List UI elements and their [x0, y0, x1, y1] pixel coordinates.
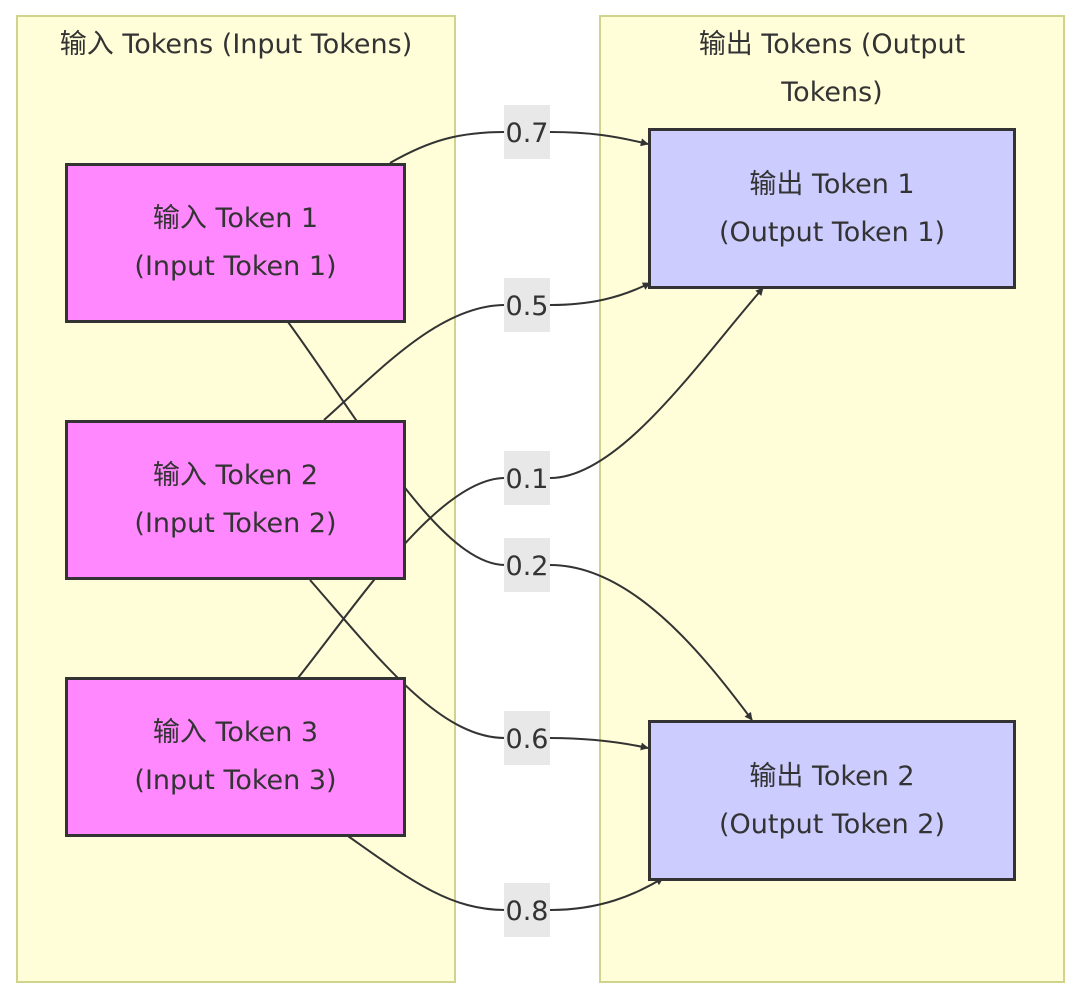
- node-label-line2: (Output Token 1): [718, 216, 946, 248]
- edge-label-in3-out1: 0.1: [504, 451, 550, 505]
- node-label-line2: (Output Token 2): [718, 808, 946, 840]
- node-label-line1: 输出 Token 1: [749, 168, 915, 200]
- output-token-2-node: 输出 Token 2 (Output Token 2): [648, 720, 1016, 881]
- node-label-line2: (Input Token 3): [134, 765, 337, 796]
- node-label-line2: (Input Token 2): [134, 508, 337, 539]
- edge-label-text: 0.2: [506, 551, 549, 582]
- edge-label-text: 0.5: [506, 291, 549, 322]
- edge-label-in3-out2: 0.8: [504, 883, 550, 937]
- edge-label-in2-out2: 0.6: [504, 711, 550, 765]
- node-label-line1: 输入 Token 2: [152, 460, 319, 491]
- output-cluster-title: 输出 Tokens (Output Tokens): [698, 29, 966, 108]
- node-label-line1: 输出 Token 2: [749, 760, 915, 792]
- output-token-1-node: 输出 Token 1 (Output Token 1): [648, 128, 1016, 289]
- edge-label-text: 0.7: [506, 118, 549, 149]
- input-token-3-node: 输入 Token 3 (Input Token 3): [65, 677, 406, 837]
- input-token-1-node: 输入 Token 1 (Input Token 1): [65, 163, 406, 323]
- node-label-line2: (Input Token 1): [134, 251, 337, 282]
- edge-in2-out1: [323, 282, 651, 421]
- input-cluster-title: 输入 Tokens (Input Tokens): [59, 29, 413, 60]
- node-label-line1: 输入 Token 1: [152, 203, 319, 234]
- edge-label-in1-out1: 0.7: [504, 105, 550, 159]
- edge-label-text: 0.6: [506, 724, 549, 755]
- edge-label-text: 0.1: [506, 464, 549, 495]
- edge-label-in2-out1: 0.5: [504, 278, 550, 332]
- edge-label-in1-out2: 0.2: [504, 538, 550, 592]
- node-label-line1: 输入 Token 3: [152, 717, 319, 748]
- edge-in2-out2: [309, 579, 649, 751]
- input-token-2-node: 输入 Token 2 (Input Token 2): [65, 420, 406, 580]
- edge-label-text: 0.8: [506, 896, 549, 927]
